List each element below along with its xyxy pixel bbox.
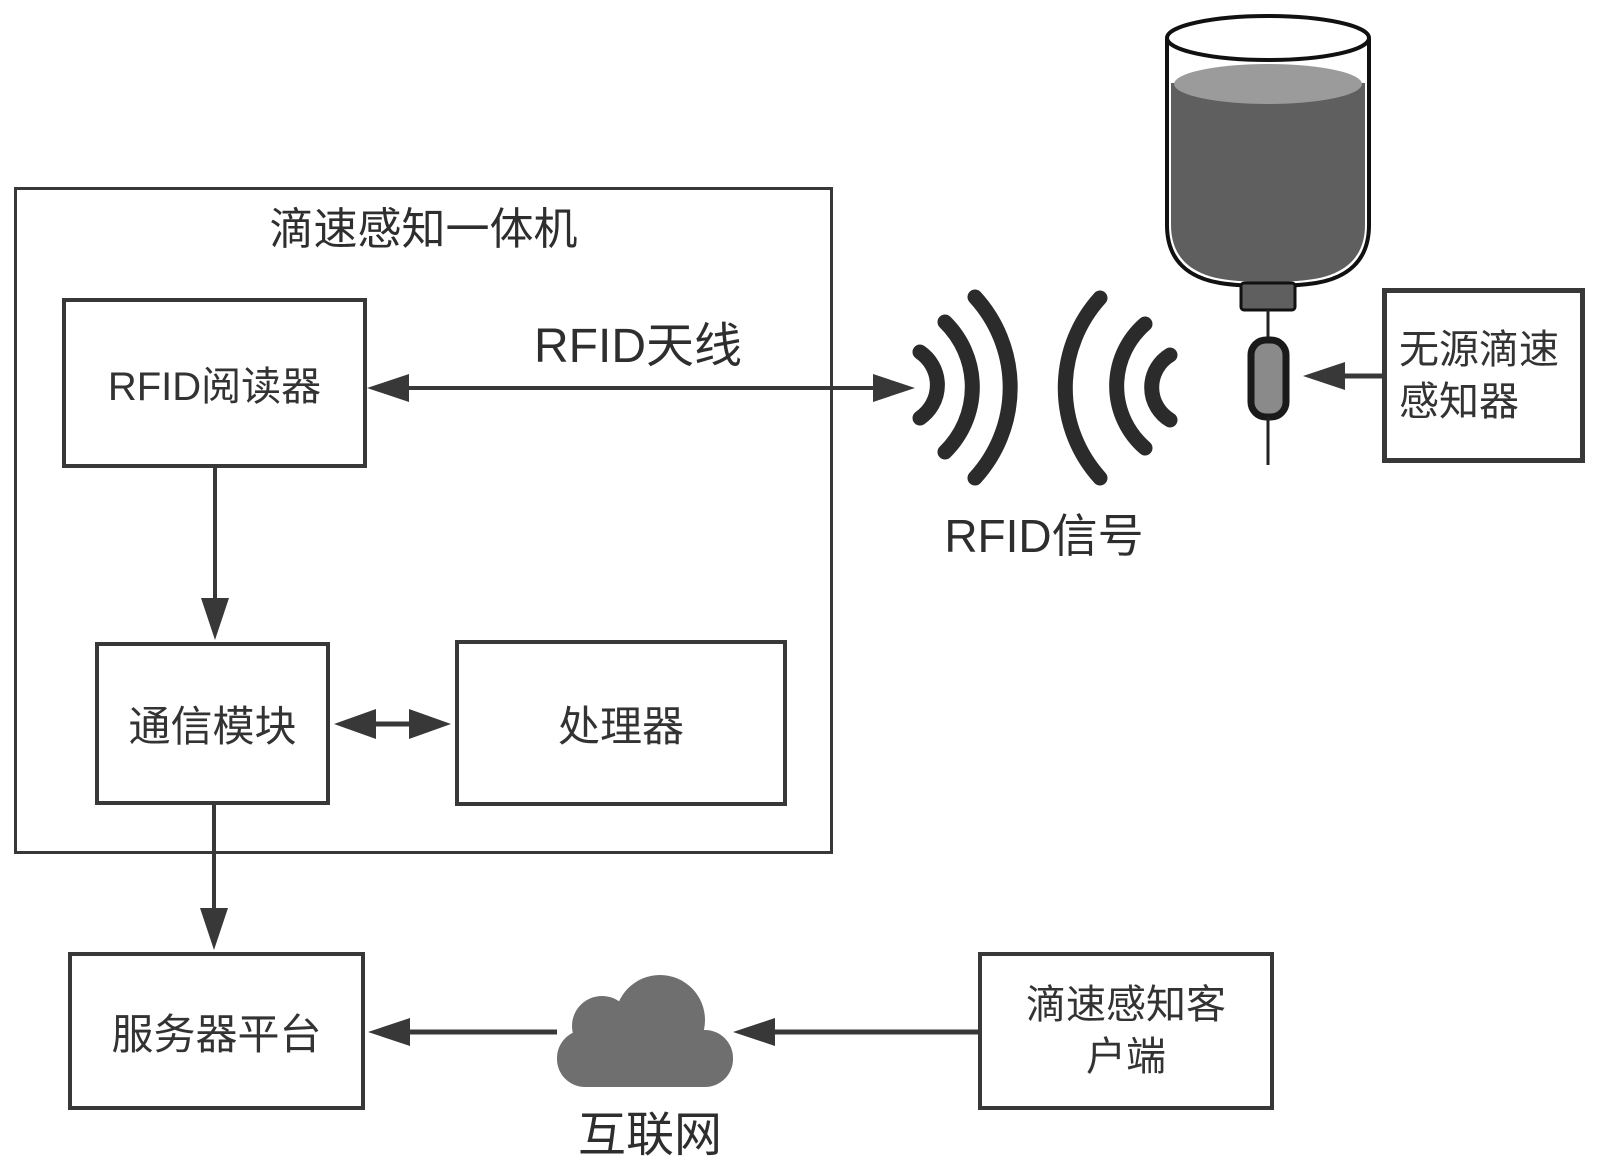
- drip-sensor-icon: [1247, 336, 1290, 465]
- passive-sensor-box: 无源滴速 感知器: [1382, 288, 1585, 463]
- machine-box: [14, 187, 833, 854]
- client-label-line2: 户端: [1086, 1035, 1166, 1079]
- comm-module-label: 通信模块: [128, 703, 297, 750]
- rfid-reader-label: RFID阅读器: [107, 365, 322, 409]
- passive-sensor-label-line1: 无源滴速: [1399, 327, 1559, 372]
- client-to-cloud-arrow: [733, 1018, 978, 1046]
- passive-sensor-label-line2: 感知器: [1399, 379, 1519, 424]
- client-label-line1: 滴速感知客: [1026, 983, 1226, 1027]
- internet-cloud-icon: [557, 975, 733, 1087]
- cloud-to-server-arrow: [368, 1018, 557, 1046]
- processor-label: 处理器: [557, 702, 684, 750]
- client-box: 滴速感知客 户端: [978, 952, 1274, 1110]
- iv-bottle-icon: [1165, 14, 1371, 343]
- server-platform-box: 服务器平台: [68, 952, 365, 1110]
- rfid-waves-icon: [912, 289, 1178, 486]
- machine-title: 滴速感知一体机: [269, 205, 578, 254]
- processor-box: 处理器: [455, 640, 787, 806]
- sensor-to-chamber-arrow: [1303, 362, 1382, 390]
- rfid-reader-box: RFID阅读器: [62, 298, 367, 468]
- internet-label: 互联网: [577, 1109, 722, 1161]
- rfid-signal-label: RFID信号: [944, 510, 1144, 562]
- server-platform-label: 服务器平台: [111, 1010, 322, 1058]
- rfid-antenna-label: RFID天线: [534, 320, 742, 373]
- comm-module-box: 通信模块: [95, 642, 330, 805]
